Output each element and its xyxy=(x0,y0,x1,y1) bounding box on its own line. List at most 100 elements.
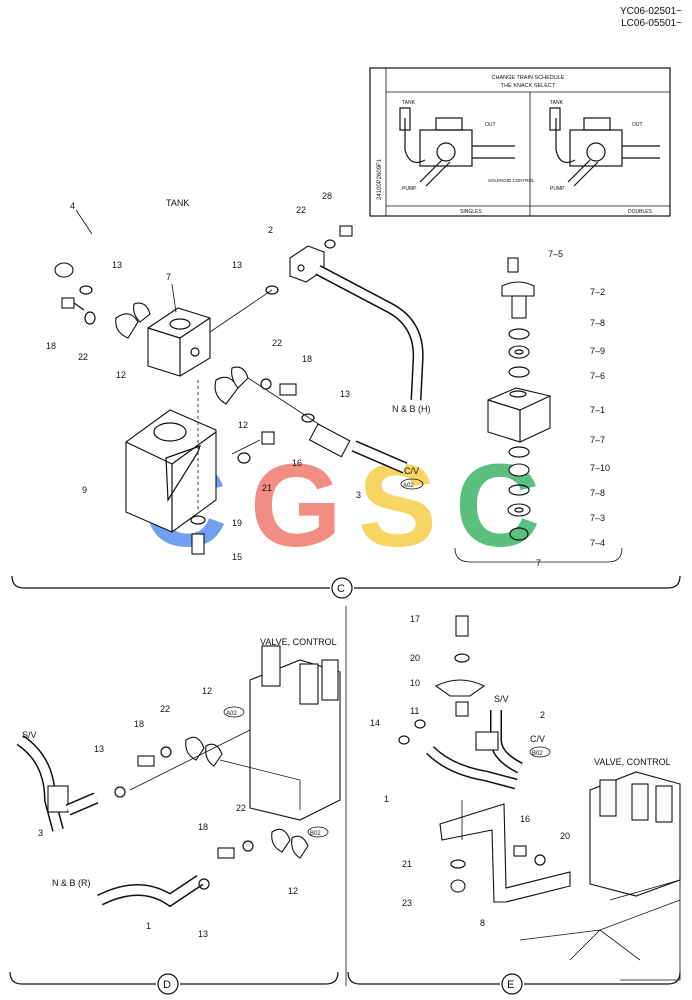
section-d-callouts: VALVE, CONTROL S/V 13 18 22 12 A02 3 22 … xyxy=(22,637,337,939)
callout-1-d: 1 xyxy=(146,921,151,931)
inset-title-1: CHANGE TRAIN SCHEDULE xyxy=(492,75,565,81)
callout-22-a: 22 xyxy=(78,352,88,362)
callout-9: 9 xyxy=(82,485,87,495)
callout-15: 15 xyxy=(232,552,242,562)
callout-22-c: 22 xyxy=(272,338,282,348)
callout-16-e: 16 xyxy=(520,814,530,824)
callout-7-3: 7–3 xyxy=(590,513,605,523)
callout-7: 7 xyxy=(536,558,541,568)
callout-7-2: 7–2 xyxy=(590,287,605,297)
section-e-label: E xyxy=(507,979,514,991)
callout-7-10: 7–10 xyxy=(590,463,610,473)
callout-12-b: 12 xyxy=(238,420,248,430)
callout-14: 14 xyxy=(370,718,380,728)
callout-nbh: N & B (H) xyxy=(392,404,431,414)
callout-18-d-a: 18 xyxy=(134,719,144,729)
callout-12-d-a: 12 xyxy=(202,686,212,696)
section-c-drawing xyxy=(54,205,424,555)
callout-7-9: 7–9 xyxy=(590,346,605,356)
callout-7-1: 7–1 xyxy=(590,405,605,415)
serial-line-2: LC06-05501~ xyxy=(621,18,682,29)
section-c-label: C xyxy=(337,583,345,595)
callout-3-d: 3 xyxy=(38,828,43,838)
section-d-label: D xyxy=(163,979,171,991)
callout-7-8-a: 7–8 xyxy=(590,318,605,328)
inset-pump-label-right: PUMP xyxy=(550,186,565,192)
callout-7: 7 xyxy=(166,272,171,282)
callout-21-e: 21 xyxy=(402,859,412,869)
callout-3-c: 3 xyxy=(356,490,361,500)
callout-7-8-b: 7–8 xyxy=(590,488,605,498)
callout-a02-d: A02 xyxy=(226,711,237,717)
section-d-divider: D xyxy=(9,971,339,995)
callout-13-b: 13 xyxy=(232,260,242,270)
serial-line-1: YC06-02501~ xyxy=(620,6,682,17)
callout-12-d-b: 12 xyxy=(288,886,298,896)
inset-foot-left: SINGLES xyxy=(460,209,482,215)
section-d-drawing xyxy=(16,645,341,908)
callout-13-d-b: 13 xyxy=(198,929,208,939)
section-e-drawing xyxy=(398,615,681,981)
callout-valve-control-e: VALVE, CONTROL xyxy=(594,757,671,767)
callout-7-7: 7–7 xyxy=(590,435,605,445)
callout-13-a: 13 xyxy=(112,260,122,270)
inset-pump-label-left: PUMP xyxy=(402,186,417,192)
inset-note-left: SOLENOID CONTROL xyxy=(488,178,535,183)
callout-tank: TANK xyxy=(166,198,189,208)
inset-out-label-right: OUT xyxy=(632,122,643,128)
section-c-divider: C xyxy=(11,575,681,599)
callout-valve-control-d: VALVE, CONTROL xyxy=(260,637,337,647)
callout-b02-e: B02 xyxy=(532,751,543,757)
inset-valve-doubles xyxy=(549,107,660,187)
inset-tank-label-right: TANK xyxy=(550,100,564,106)
callout-cv-c: C/V xyxy=(404,466,419,476)
section-e-callouts: 17 20 10 11 14 S/V 2 C/V B02 1 VALVE, CO… xyxy=(370,614,671,928)
callout-18-d-b: 18 xyxy=(198,822,208,832)
exploded-callouts: 7–5 7–2 7–8 7–9 7–6 7–1 7–7 7–10 7–8 7–3… xyxy=(536,249,610,568)
section-c-callouts: 4 TANK 13 7 13 18 22 12 28 22 2 22 18 12… xyxy=(46,191,431,562)
callout-28: 28 xyxy=(322,191,332,201)
callout-7-4: 7–4 xyxy=(590,538,605,548)
callout-cv-e: C/V xyxy=(530,734,545,744)
inset-foot-right: DOUBLES xyxy=(628,209,653,215)
callout-20-e-b: 20 xyxy=(560,831,570,841)
inset-schedule-box: CHANGE TRAIN SCHEDULE THE KNACK SELECT 2… xyxy=(369,67,671,217)
callout-a02-c: A02 xyxy=(403,483,414,489)
section-e-divider: E xyxy=(347,971,681,995)
callout-8: 8 xyxy=(480,918,485,928)
callout-sv-e: S/V xyxy=(494,694,509,704)
callout-22-d-b: 22 xyxy=(236,803,246,813)
callout-b02-d: B02 xyxy=(310,831,321,837)
callout-nbr: N & B (R) xyxy=(52,878,91,888)
callout-20-e-a: 20 xyxy=(410,653,420,663)
callout-16: 16 xyxy=(292,458,302,468)
callout-19: 19 xyxy=(232,518,242,528)
callout-12-a: 12 xyxy=(116,370,126,380)
callout-22-d-a: 22 xyxy=(160,704,170,714)
callout-13-c: 13 xyxy=(340,389,350,399)
inset-title-2: THE KNACK SELECT xyxy=(501,83,556,89)
callout-2-e: 2 xyxy=(540,710,545,720)
callout-2: 2 xyxy=(268,225,273,235)
inset-tank-label-left: TANK xyxy=(402,100,416,106)
callout-17: 17 xyxy=(410,614,420,624)
callout-23: 23 xyxy=(402,898,412,908)
callout-4: 4 xyxy=(70,201,75,211)
callout-18-b: 18 xyxy=(302,354,312,364)
exploded-item-7-drawing xyxy=(454,257,623,563)
callout-11: 11 xyxy=(410,706,419,716)
callout-sv-d: S/V xyxy=(22,730,37,740)
callout-22-b: 22 xyxy=(296,205,306,215)
watermark-letter-g: G xyxy=(250,440,342,572)
callout-21: 21 xyxy=(262,483,272,493)
callout-18-a: 18 xyxy=(46,341,56,351)
callout-7-6: 7–6 xyxy=(590,371,605,381)
callout-1-e: 1 xyxy=(384,794,389,804)
callout-7-5: 7–5 xyxy=(548,249,563,259)
inset-valve-singles xyxy=(399,107,515,187)
callout-13-d-a: 13 xyxy=(94,744,104,754)
callout-10: 10 xyxy=(410,678,420,688)
inset-side-code: 24100P2609F1 xyxy=(377,158,383,200)
